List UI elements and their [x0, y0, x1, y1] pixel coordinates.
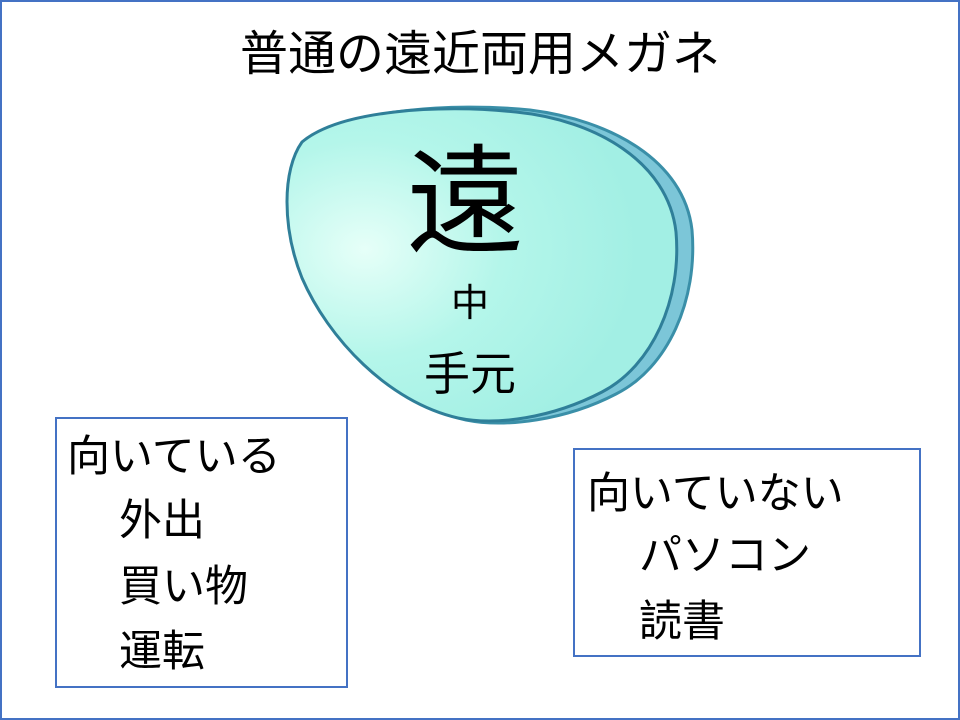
- suitable-item: 外出: [119, 496, 205, 546]
- slide-title: 普通の遠近両用メガネ: [239, 26, 720, 82]
- lens-body: [285, 107, 679, 423]
- lens-near-label: 手元: [424, 347, 516, 401]
- suitable-item: 買い物: [119, 562, 248, 612]
- lens-middle-label: 中: [450, 281, 489, 325]
- suitable-heading: 向いている: [67, 432, 281, 482]
- lens-far-label: 遠: [405, 133, 524, 271]
- unsuitable-heading: 向いていない: [587, 469, 844, 519]
- unsuitable-item: 読書: [639, 597, 725, 647]
- suitable-box: 向いている 外出 買い物 運転: [55, 417, 348, 688]
- suitable-item: 運転: [119, 627, 205, 677]
- unsuitable-box: 向いていない パソコン 読書: [573, 448, 921, 657]
- unsuitable-item: パソコン: [639, 531, 811, 581]
